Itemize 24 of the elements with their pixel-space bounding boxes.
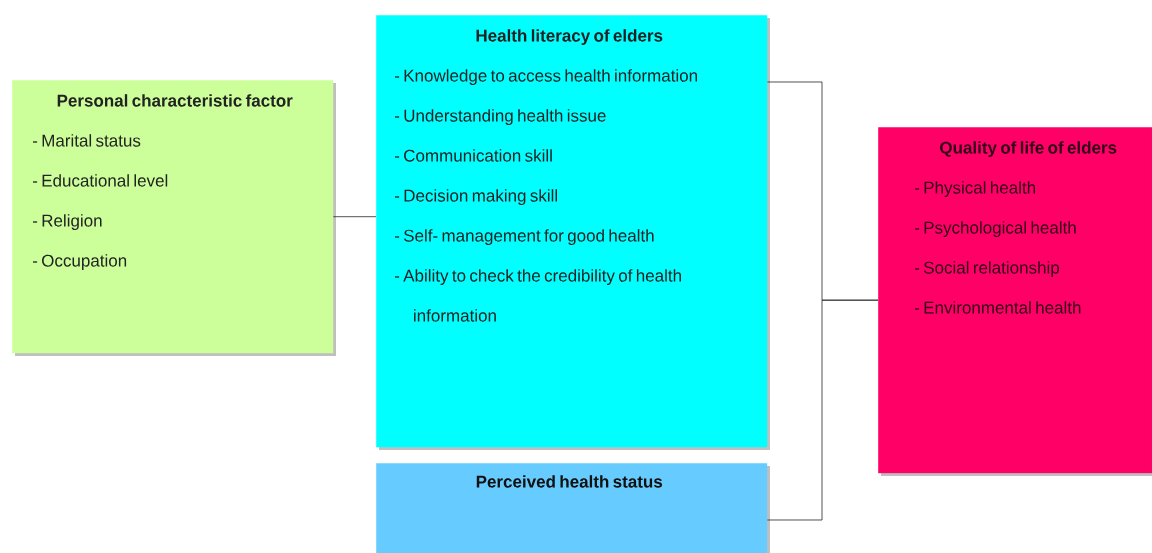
connector-line [333, 216, 377, 218]
outcome-box [878, 127, 1152, 476]
list-item: - Social relationship [914, 261, 1059, 278]
list-item: - Occupation [32, 254, 127, 271]
list-item: - Self- management for good health [394, 229, 654, 246]
box-heading: Health literacy of elders [476, 29, 663, 46]
list-item: - Environmental health [914, 301, 1081, 314]
list-item: - Marital status [32, 134, 141, 147]
list-item: - Physical health [914, 181, 1035, 198]
list-item: - Educational level [32, 174, 168, 187]
factor-box [376, 463, 770, 553]
box-heading: Quality of life of elders [940, 141, 1117, 158]
connector-line [767, 299, 879, 521]
list-item: - Ability to check the credibility of health information [394, 269, 681, 322]
list-item: - Decision making skill [394, 189, 557, 206]
box-heading: Perceived health status [476, 475, 663, 488]
factor-box [376, 15, 770, 450]
list-item: - Knowledge to access health information [394, 69, 697, 86]
list-item: - Religion [32, 214, 102, 231]
factor-box [12, 80, 336, 356]
list-item: - Psychological health [914, 221, 1076, 238]
list-item: - Communication skill [394, 149, 552, 162]
list-item: - Understanding health issue [394, 109, 606, 126]
box-heading: Personal characteristic factor [57, 94, 293, 107]
